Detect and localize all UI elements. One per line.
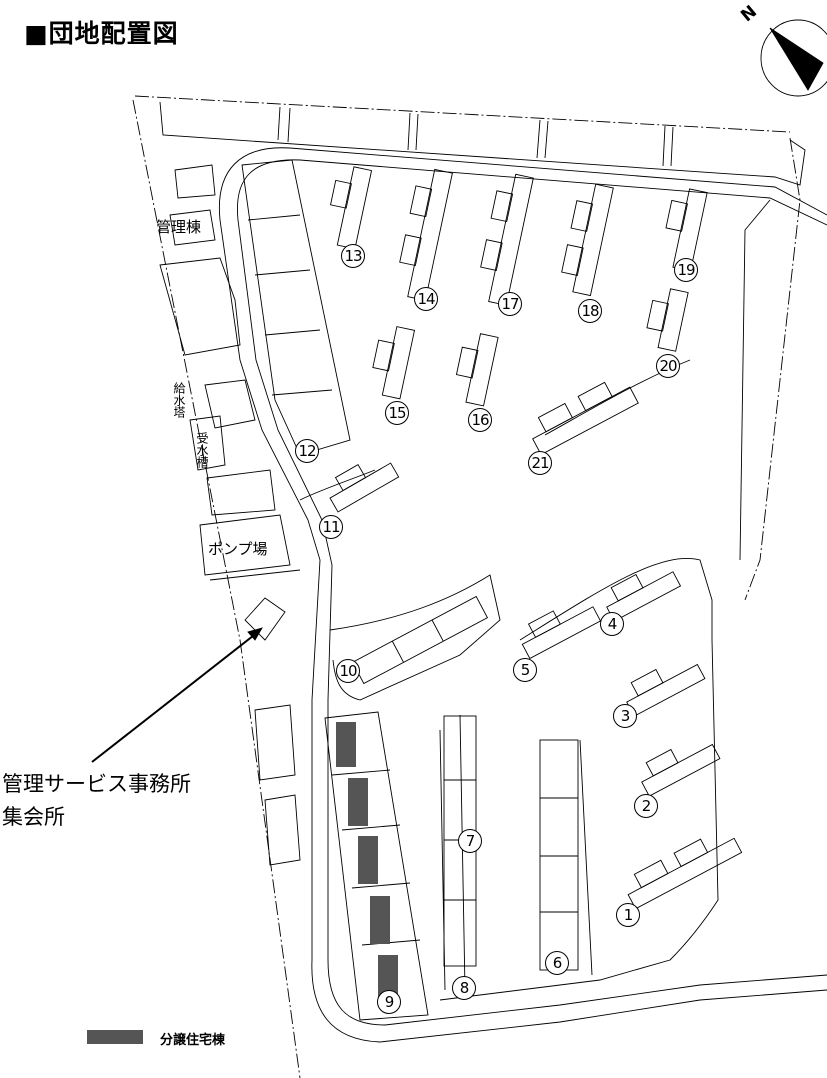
building-number: 5 — [513, 658, 537, 682]
label-management-building: 管理棟 — [156, 218, 202, 236]
building-number: 21 — [528, 451, 552, 475]
building-number: 14 — [414, 287, 438, 311]
building-number: 11 — [319, 515, 343, 539]
building-number: 17 — [498, 292, 522, 316]
building-number: 16 — [468, 408, 492, 432]
building-number: 8 — [452, 976, 476, 1000]
top-parking — [159, 101, 806, 186]
building-number: 7 — [458, 829, 482, 853]
site-boundary — [132, 95, 801, 1078]
building-number: 9 — [377, 990, 401, 1014]
label-water-tank: 受水槽 — [195, 432, 209, 468]
building-number: 2 — [634, 794, 658, 818]
building-number: 1 — [616, 903, 640, 927]
compass-icon — [760, 19, 827, 97]
facility-blocks — [159, 164, 301, 866]
row-house-block-12 — [241, 159, 351, 456]
office-name: 管理サービス事務所 — [2, 772, 191, 796]
building-number: 19 — [674, 258, 698, 282]
main-road — [218, 147, 827, 1043]
label-pump-house: ポンプ場 — [208, 540, 268, 558]
label-office: 管理サービス事務所集会所 — [2, 768, 191, 834]
building-number: 3 — [613, 704, 637, 728]
building-number: 15 — [385, 401, 409, 425]
meeting-hall-name: 集会所 — [2, 805, 65, 829]
building-number: 20 — [656, 354, 680, 378]
legend-label: 分譲住宅棟 — [160, 1033, 226, 1048]
slab-buildings — [329, 166, 743, 971]
label-water-tower: 給水塔 — [172, 382, 186, 418]
building-number: 4 — [600, 612, 624, 636]
page-title: ■団地配置図 — [24, 19, 179, 48]
building-number: 10 — [336, 659, 360, 683]
sold-housing-units — [336, 722, 398, 997]
row-house-block-9 — [324, 711, 429, 1021]
office-arrow — [91, 627, 263, 763]
legend-swatch — [87, 1030, 143, 1044]
building-number: 6 — [545, 951, 569, 975]
inner-roads — [299, 359, 719, 1001]
building-number: 12 — [295, 439, 319, 463]
building-number: 13 — [341, 244, 365, 268]
building-number: 18 — [578, 299, 602, 323]
